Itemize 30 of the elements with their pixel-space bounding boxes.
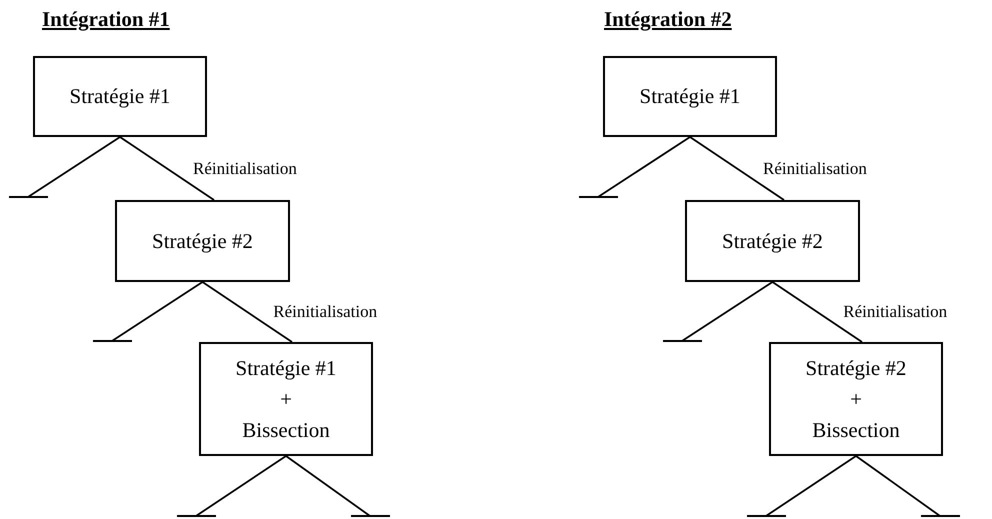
box-text: Stratégie #2 [806,354,906,382]
box-text: Bissection [242,416,330,444]
section-title: Intégration #1 [42,7,170,32]
connector-line [682,281,773,342]
box-text: Stratégie #2 [722,228,823,254]
connector-line [120,136,214,201]
process-box [199,342,373,456]
connector-line [28,136,120,198]
box-text: Bissection [812,416,900,444]
process-box [115,200,290,282]
process-box [769,342,943,456]
connector-line [690,136,784,201]
connector-line [285,455,371,517]
connector-line [202,281,293,343]
connector-line [196,455,286,517]
connector-line [772,281,863,343]
process-box [685,200,860,282]
section-title: Intégration #2 [604,7,732,32]
box-text: + [850,386,862,412]
connector-line [112,281,203,342]
connector-line [855,455,941,517]
box-text: Stratégie #2 [152,228,253,254]
process-box [603,56,777,137]
box-text: Stratégie #1 [70,83,170,110]
box-text: Stratégie #1 [236,354,336,382]
box-text: Stratégie #1 [640,83,740,110]
process-box [33,56,207,137]
connector-line [766,455,856,517]
connector-line [598,136,690,198]
box-text: + [280,386,292,412]
